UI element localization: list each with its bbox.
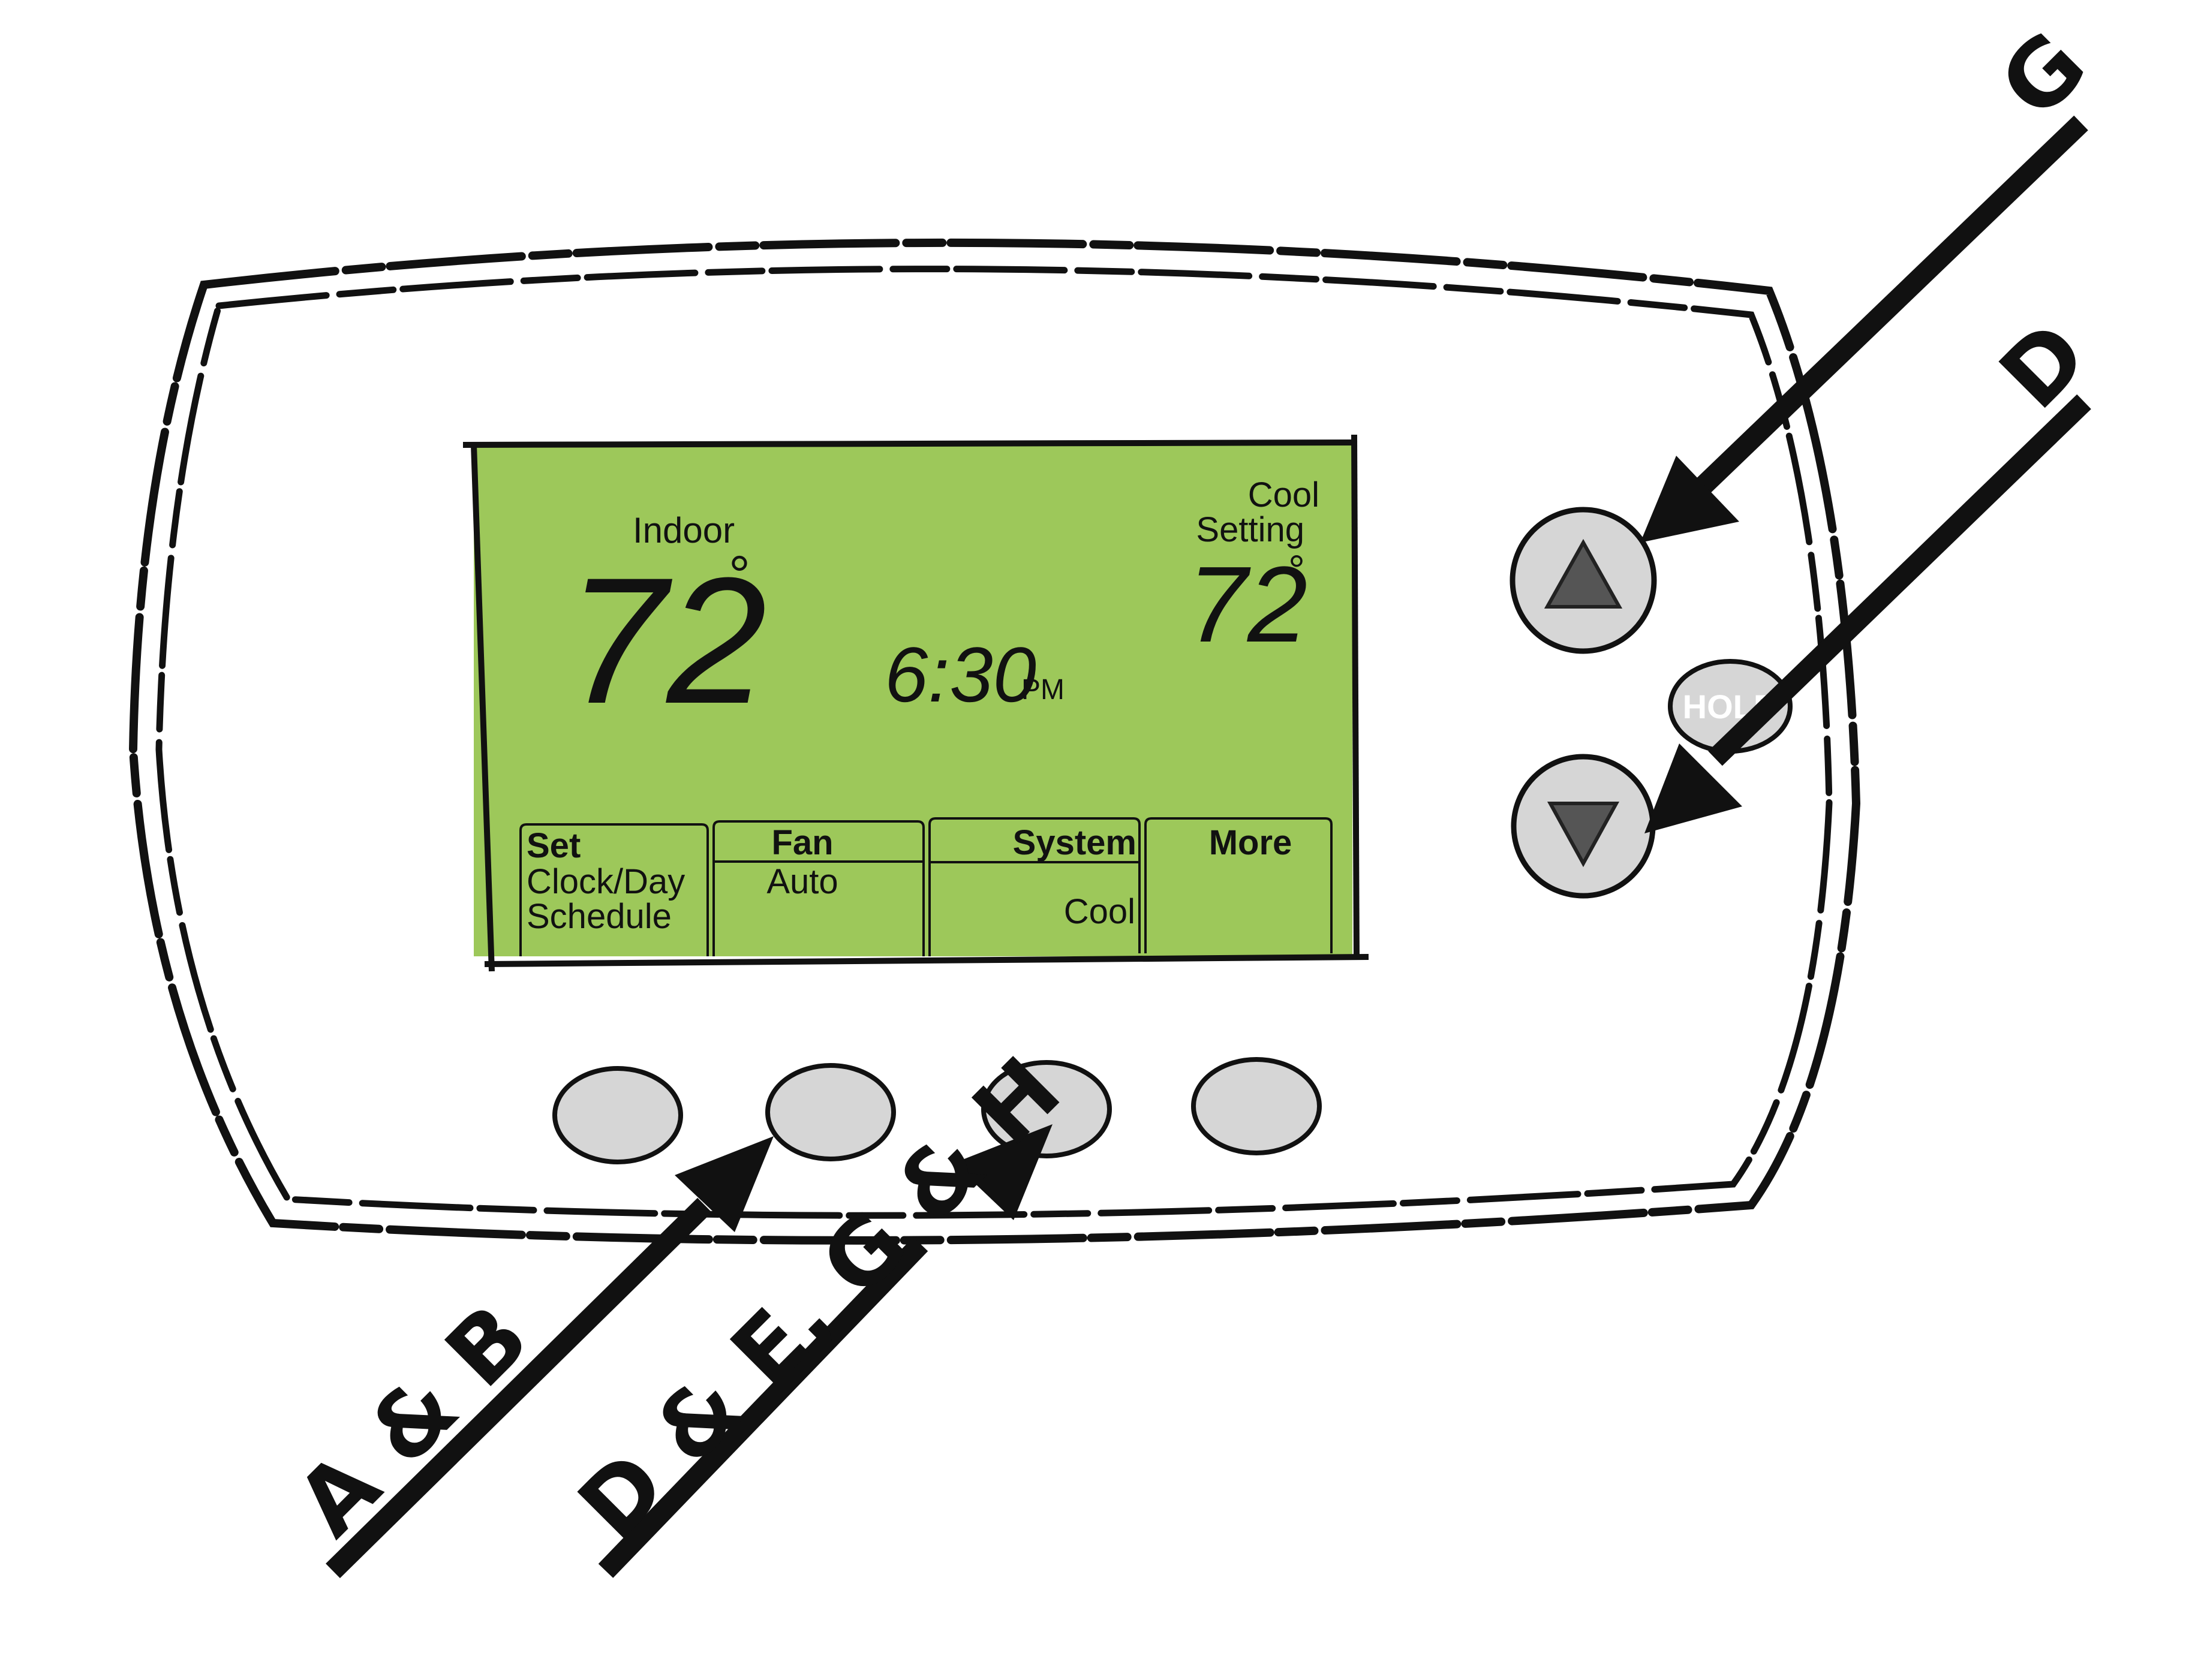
clock-time: 6:30 xyxy=(885,631,1036,718)
setting-mode-label: Cool xyxy=(1248,475,1319,514)
arrowhead-up-icon xyxy=(1640,456,1739,543)
softkey-1-line1: Clock/Day xyxy=(527,862,685,901)
callout-label-up: G xyxy=(1980,12,2106,138)
set-button[interactable] xyxy=(552,1066,683,1164)
softkey-labels xyxy=(519,817,1333,956)
indoor-temperature: 72 xyxy=(567,540,767,741)
softkey-2-title: Fan xyxy=(771,823,833,862)
softkey-2-line1: Auto xyxy=(766,862,838,901)
setting-label: Setting xyxy=(1196,510,1304,549)
callout-arrow-up xyxy=(1690,115,2088,499)
softkey-buttons xyxy=(552,1057,1322,1164)
thermostat-body xyxy=(128,238,1861,1245)
fan-button[interactable] xyxy=(765,1063,896,1161)
down-button[interactable] xyxy=(1511,754,1656,899)
softkey-4-title: More xyxy=(1209,823,1292,862)
softkey-3-line2: Cool xyxy=(1064,892,1135,931)
arrowhead-down-icon xyxy=(1644,743,1742,833)
arrowhead-fan-icon xyxy=(675,1136,774,1232)
setting-degree-symbol: ° xyxy=(1288,547,1305,594)
callout-label-fan: A & B xyxy=(277,1285,548,1556)
callout-arrow-down xyxy=(1708,394,2091,766)
callout-arrowheads xyxy=(675,456,1742,1232)
setting-temperature: 72 xyxy=(1187,544,1307,665)
softkey-3-title: System xyxy=(1013,823,1136,862)
callout-arrow-system xyxy=(598,1237,928,1578)
arrowhead-system-icon xyxy=(954,1124,1053,1220)
up-triangle-icon xyxy=(1544,538,1623,609)
softkey-1-line2: Schedule xyxy=(527,897,672,936)
callout-arrows xyxy=(326,115,2091,1579)
up-button[interactable] xyxy=(1510,507,1657,654)
lcd-background xyxy=(474,444,1352,956)
more-button[interactable] xyxy=(1191,1057,1322,1155)
clock-meridiem: PM xyxy=(1021,674,1065,706)
softkey-1-title: Set xyxy=(527,826,581,865)
down-triangle-icon xyxy=(1547,802,1620,868)
system-button[interactable] xyxy=(981,1060,1112,1158)
indoor-label: Indoor xyxy=(633,510,735,550)
lcd-screen: Indoor 72 ° Cool Setting 72 ° 6:30 PM Se… xyxy=(462,434,1369,972)
indoor-degree-symbol: ° xyxy=(729,546,750,606)
callout-arrow-fan xyxy=(326,1197,712,1579)
